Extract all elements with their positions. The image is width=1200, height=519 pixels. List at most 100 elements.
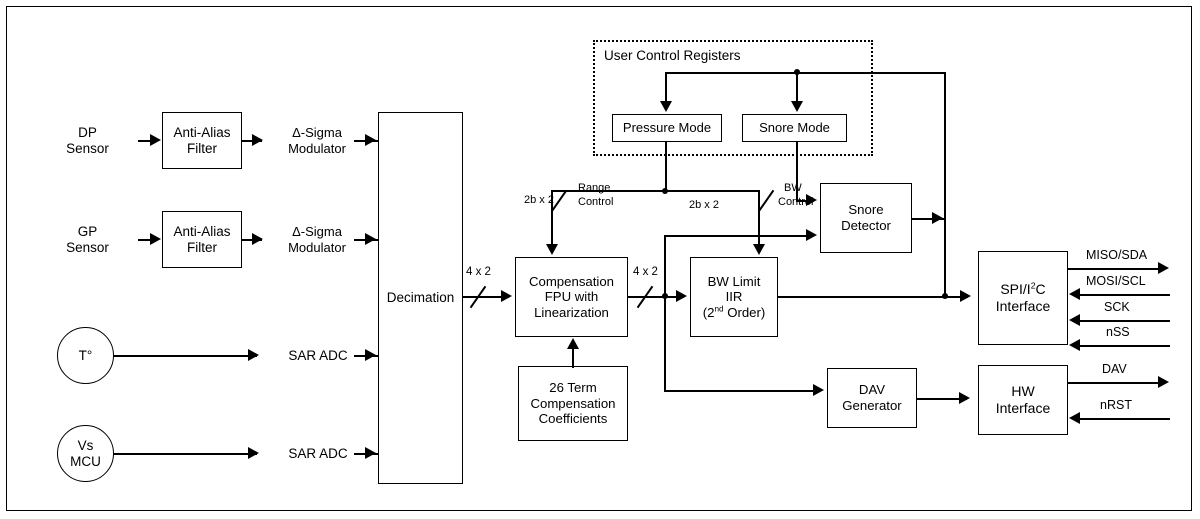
wire-sck bbox=[1080, 320, 1170, 322]
wire-gp-to-aaf bbox=[138, 239, 156, 241]
wire-fpu-to-dav-generator bbox=[664, 390, 816, 392]
wire-fpu-to-snore-detector bbox=[664, 235, 810, 237]
delta-sigma-modulator-2-label-line2: Modulator bbox=[288, 239, 346, 255]
sar-adc-1: SAR ADC bbox=[267, 327, 355, 384]
arrow-vs-to-sar2 bbox=[248, 447, 259, 459]
arrow-rail-to-pressure-mode bbox=[660, 101, 672, 112]
arrow-mod1-to-decimation bbox=[365, 134, 376, 146]
user-control-registers-title: User Control Registers bbox=[604, 48, 741, 63]
anti-alias-filter-1: Anti-Alias Filter bbox=[162, 112, 242, 169]
coefficients-label-line2: Compensation bbox=[530, 395, 616, 411]
anti-alias-filter-1-label-line2: Filter bbox=[187, 140, 217, 156]
arrow-aaf1-to-mod1 bbox=[252, 134, 263, 146]
vs-mcu-label-line1: Vs bbox=[77, 437, 94, 453]
wire-fpu-branch-up bbox=[664, 235, 666, 297]
wire-temp-to-sar1 bbox=[113, 355, 257, 357]
wire-nss bbox=[1080, 345, 1170, 347]
anti-alias-filter-1-label-line1: Anti-Alias bbox=[173, 124, 231, 140]
hw-interface-label-line2: Interface bbox=[995, 400, 1051, 416]
bw-limit-label-line2: IIR bbox=[725, 289, 743, 305]
wire-bw-control bbox=[758, 190, 760, 246]
arrow-mod2-to-decimation bbox=[365, 233, 376, 245]
gp-sensor-label-line1: GP bbox=[77, 224, 98, 240]
arrow-dav bbox=[1158, 376, 1169, 388]
compensation-fpu-label-line1: Compensation bbox=[528, 273, 615, 289]
wire-miso-sda bbox=[1068, 268, 1164, 270]
arrow-mosi-scl bbox=[1069, 288, 1080, 300]
arrow-sck bbox=[1069, 314, 1080, 326]
arrow-sar2-to-decimation bbox=[365, 447, 376, 459]
pin-label-sck: SCK bbox=[1104, 300, 1130, 314]
wire-fpu-to-bwlimit bbox=[628, 296, 684, 298]
wire-top-control-rail bbox=[665, 72, 946, 74]
delta-sigma-modulator-1-label-line1: Δ-Sigma bbox=[292, 125, 342, 141]
pin-label-mosi-scl: MOSI/SCL bbox=[1086, 274, 1146, 288]
wire-snore-detector-out bbox=[912, 218, 946, 220]
snore-mode-register[interactable]: Snore Mode bbox=[742, 114, 847, 142]
wire-dav bbox=[1068, 382, 1164, 384]
bw-limit-iir-block: BW Limit IIR (2nd Order) bbox=[690, 257, 778, 337]
pin-label-nss: nSS bbox=[1106, 325, 1130, 339]
sar-adc-2: SAR ADC bbox=[267, 425, 355, 482]
wire-decimation-to-fpu bbox=[463, 296, 509, 298]
dav-generator-block: DAV Generator bbox=[827, 368, 917, 428]
dav-generator-label-line1: DAV bbox=[858, 382, 886, 398]
label-range-control-line2: Control bbox=[578, 196, 614, 208]
anti-alias-filter-2: Anti-Alias Filter bbox=[162, 211, 242, 268]
arrow-dav-to-hw bbox=[959, 392, 970, 404]
pin-label-miso-sda: MISO/SDA bbox=[1086, 248, 1148, 262]
bw-limit-label-line3: (2nd Order) bbox=[702, 304, 766, 320]
arrow-aaf2-to-mod2 bbox=[252, 233, 263, 245]
arrow-snore-mode-to-detector bbox=[806, 194, 817, 206]
snore-detector-label-line1: Snore bbox=[848, 202, 884, 218]
pin-label-dav: DAV bbox=[1102, 362, 1127, 376]
spi-i2c-interface-block: SPI/I2C Interface bbox=[978, 251, 1068, 345]
decimation-block: Decimation bbox=[378, 112, 463, 484]
vs-mcu-label-line2: MCU bbox=[70, 453, 101, 469]
gp-sensor: GP Sensor bbox=[35, 196, 140, 284]
arrow-nss bbox=[1069, 339, 1080, 351]
delta-sigma-modulator-1: Δ-Sigma Modulator bbox=[267, 112, 355, 169]
pressure-mode-register[interactable]: Pressure Mode bbox=[612, 114, 722, 142]
arrow-snore-detector-out bbox=[932, 212, 943, 224]
wire-range-control bbox=[551, 190, 553, 246]
wire-rail-to-snore-mode bbox=[796, 72, 798, 103]
arrow-fpu-to-bwlimit bbox=[676, 290, 687, 302]
gp-sensor-label-line2: Sensor bbox=[66, 240, 109, 255]
temperature-sensor: T° bbox=[57, 327, 114, 384]
arrow-coefficients-to-fpu bbox=[567, 338, 579, 349]
wire-dp-to-aaf bbox=[138, 140, 156, 142]
bus-label-range-width: 2b x 2 bbox=[524, 194, 554, 206]
pin-label-nrst: nRST bbox=[1100, 398, 1132, 412]
pressure-mode-label: Pressure Mode bbox=[622, 120, 712, 136]
compensation-fpu-block: Compensation FPU with Linearization bbox=[515, 257, 628, 337]
bus-label-decimation-out: 4 x 2 bbox=[466, 266, 491, 278]
dp-sensor-label-line1: DP bbox=[78, 125, 97, 141]
spi-i2c-label-line1: SPI/I2C bbox=[1000, 280, 1046, 298]
snore-detector-block: Snore Detector bbox=[820, 183, 912, 253]
bus-label-bw-width: 2b x 2 bbox=[689, 199, 719, 211]
arrow-bw-control-to-bwlimit bbox=[753, 244, 765, 255]
arrow-rail-to-snore-mode bbox=[791, 101, 803, 112]
arrow-decimation-to-fpu bbox=[501, 290, 512, 302]
wire-pressure-mode-out bbox=[665, 142, 667, 191]
coefficients-label-line1: 26 Term bbox=[549, 380, 597, 396]
arrow-sar1-to-decimation bbox=[365, 349, 376, 361]
compensation-fpu-label-line3: Linearization bbox=[534, 304, 609, 320]
arrow-gp-to-aaf bbox=[150, 233, 161, 245]
hw-interface-label-line1: HW bbox=[1011, 383, 1035, 400]
wire-vs-to-sar2 bbox=[113, 453, 257, 455]
coefficients-label-line3: Coefficients bbox=[538, 411, 608, 427]
label-bw-control-line2: Control bbox=[778, 196, 814, 208]
wire-mosi-scl bbox=[1080, 294, 1170, 296]
arrow-miso-sda bbox=[1158, 262, 1169, 274]
snore-mode-label: Snore Mode bbox=[759, 120, 830, 136]
wire-fpu-branch-down bbox=[664, 296, 666, 392]
snore-detector-label-line2: Detector bbox=[841, 218, 891, 233]
diagram-outer-frame bbox=[6, 6, 1192, 511]
arrow-fpu-to-dav-generator bbox=[813, 384, 824, 396]
dp-sensor: DP Sensor bbox=[35, 97, 140, 185]
arrow-dp-to-aaf bbox=[150, 134, 161, 146]
wire-bwlimit-to-spi bbox=[778, 296, 968, 298]
